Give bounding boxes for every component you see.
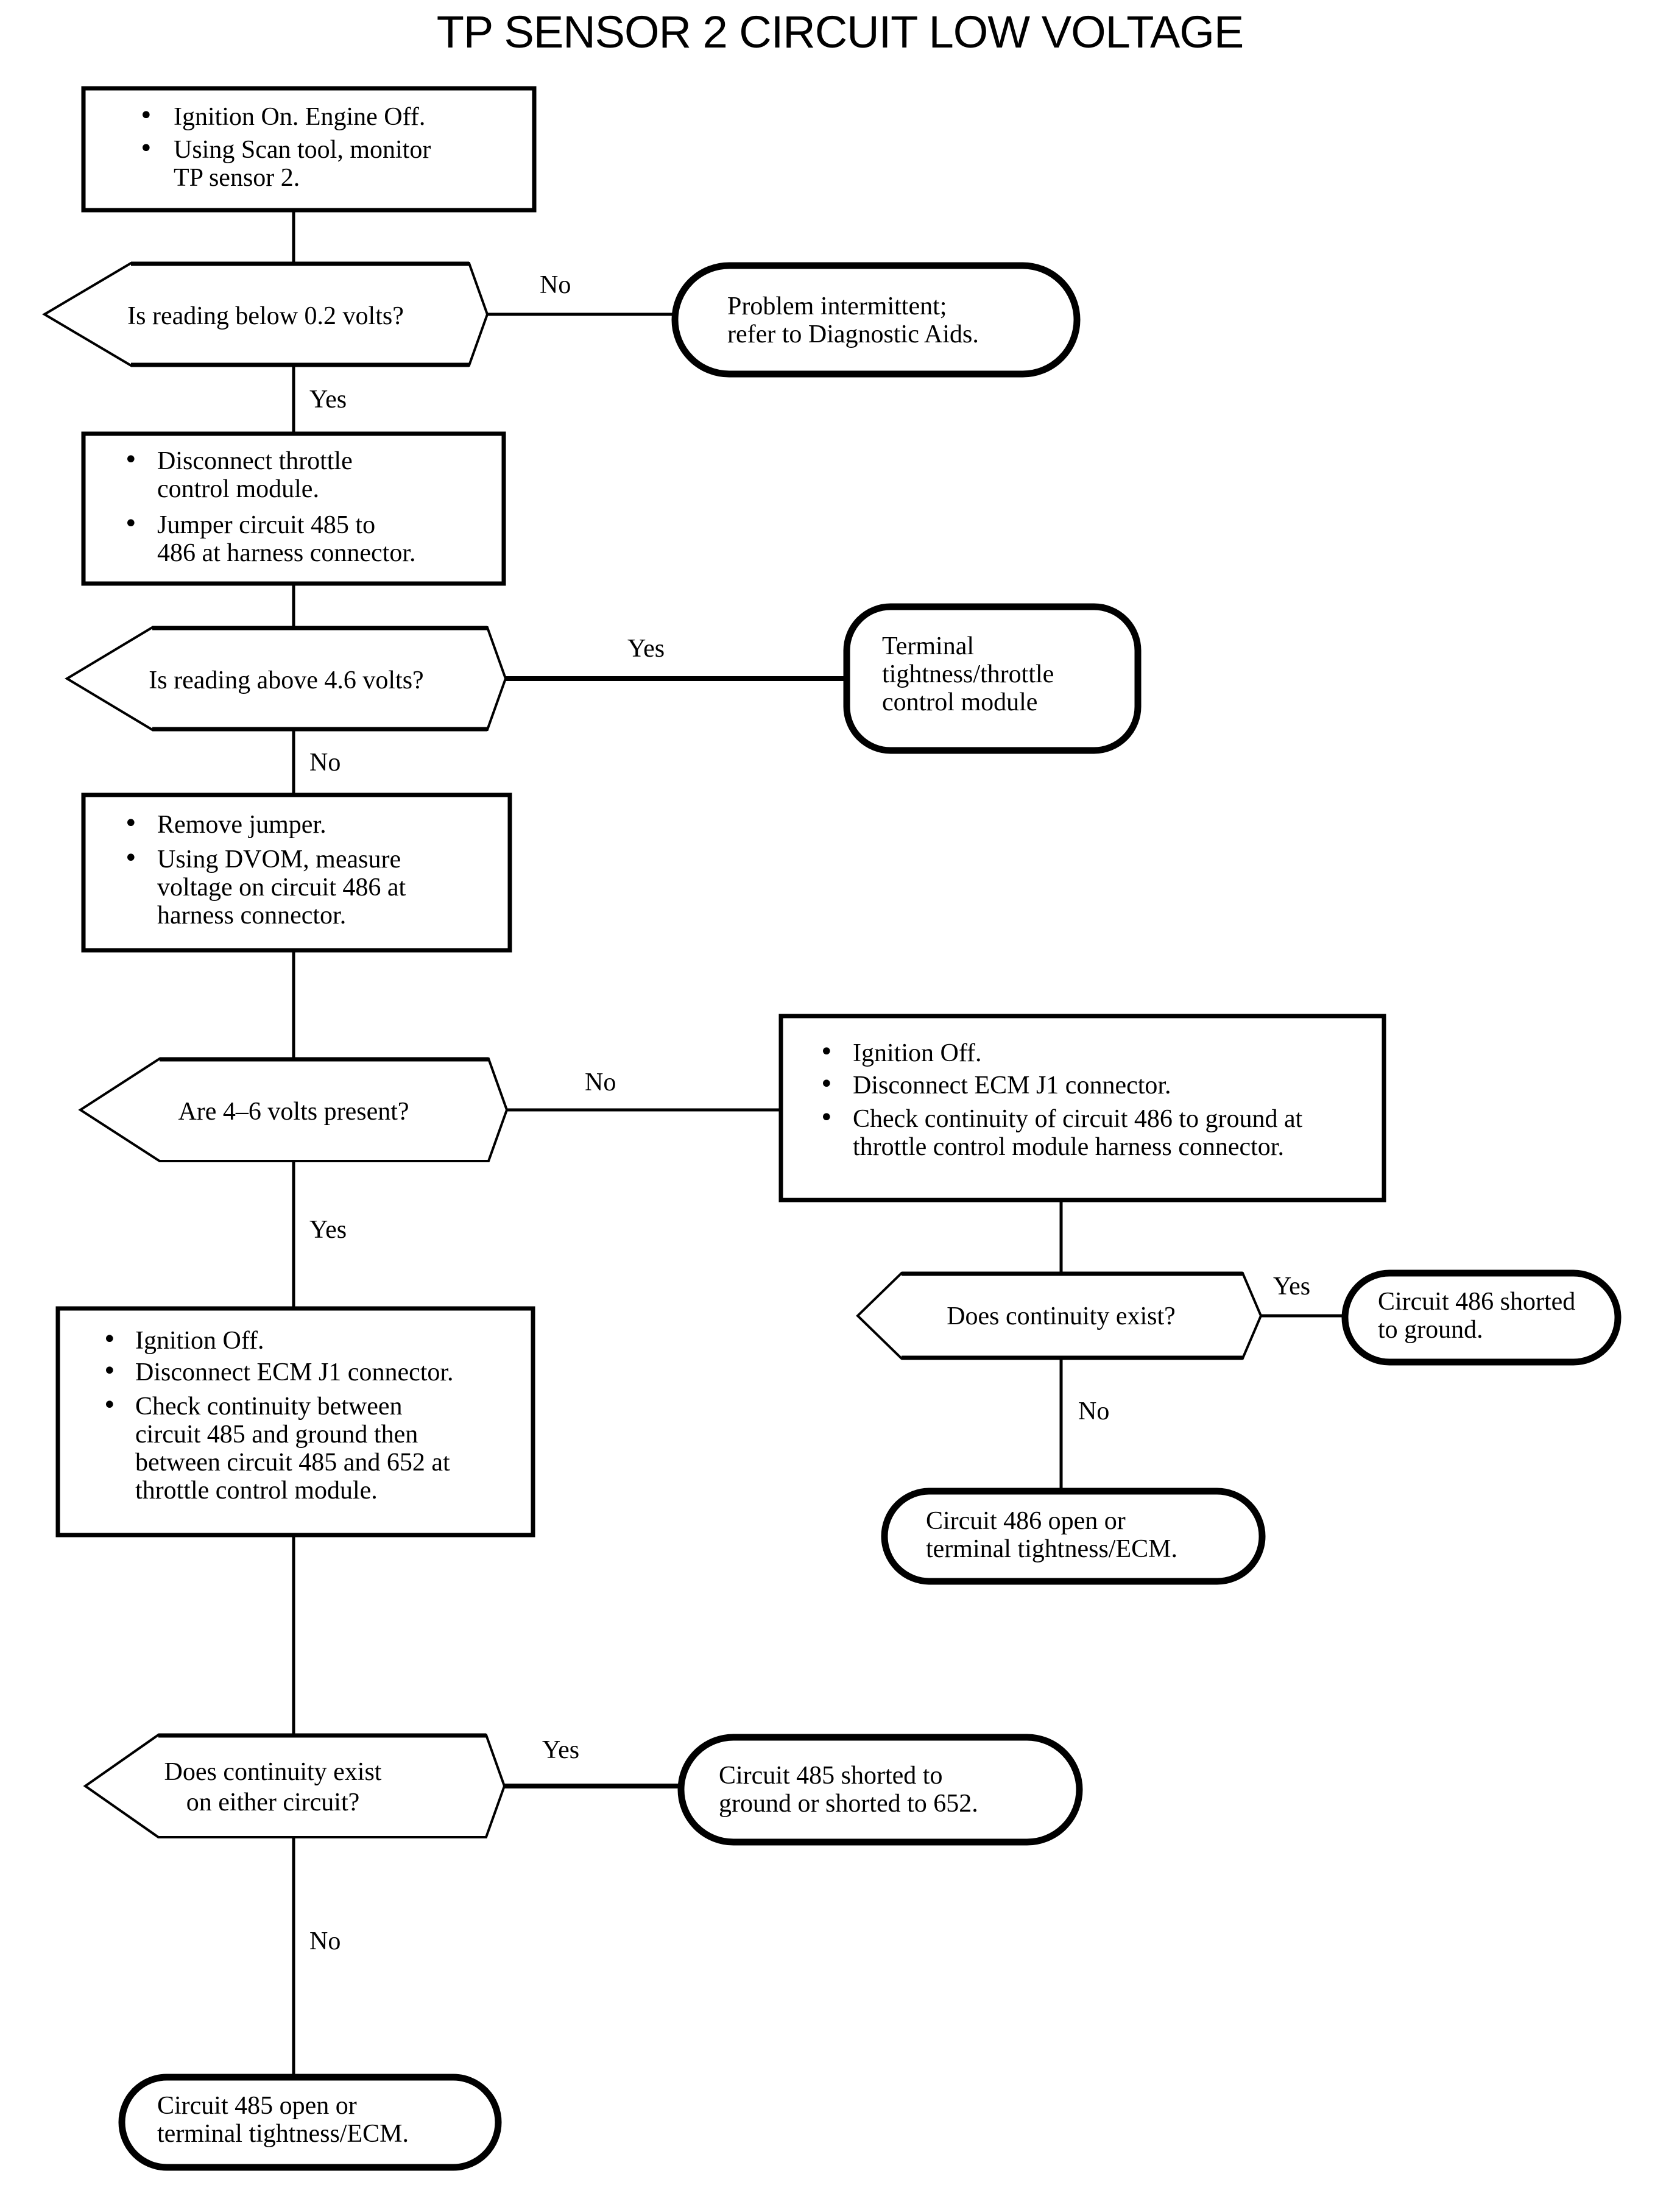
node-decision5-line: Does continuity exist: [164, 1758, 382, 1786]
bullet-icon: •: [819, 1070, 834, 1098]
node-terminal6[interactable]: Circuit 485 open or terminal tightness/E…: [118, 2074, 502, 2171]
node-step1-line: Ignition On. Engine Off.: [174, 103, 425, 131]
node-terminal3-line: to ground.: [1378, 1316, 1483, 1344]
node-decision5[interactable]: Does continuity exist on either circuit?: [83, 1733, 506, 1838]
node-step5-line: Disconnect ECM J1 connector.: [135, 1358, 454, 1386]
node-decision2-line: Is reading above 4.6 volts?: [149, 666, 423, 694]
bullet-icon: •: [102, 1326, 117, 1354]
edge-label-decision5-yes: Yes: [542, 1736, 579, 1764]
node-step4-line: throttle control module harness connecto…: [853, 1133, 1284, 1161]
bullet-icon: •: [819, 1104, 834, 1132]
node-terminal5-line: Circuit 485 shorted to: [719, 1762, 942, 1790]
node-step5-line: Check continuity between: [135, 1393, 403, 1421]
node-terminal3-line: Circuit 486 shorted: [1378, 1288, 1575, 1316]
edge-label-decision2-yes: Yes: [627, 635, 665, 663]
node-step3[interactable]: • Remove jumper. • Using DVOM, measure v…: [81, 793, 512, 953]
node-step3-line: Remove jumper.: [157, 811, 326, 839]
node-terminal2[interactable]: Terminal tightness/throttle control modu…: [843, 603, 1142, 754]
node-terminal6-line: terminal tightness/ECM.: [157, 2120, 409, 2148]
edge-label-decision5-no: No: [309, 1927, 341, 1955]
node-terminal2-line: Terminal: [882, 632, 974, 660]
node-step3-line: harness connector.: [157, 902, 346, 930]
node-decision2[interactable]: Is reading above 4.6 volts?: [65, 626, 507, 732]
node-decision3[interactable]: Are 4–6 volts present?: [78, 1057, 509, 1162]
node-step4-line: Ignition Off.: [853, 1039, 982, 1067]
node-step5-line: throttle control module.: [135, 1477, 378, 1505]
node-step1[interactable]: • Ignition On. Engine Off. • Using Scan …: [81, 86, 537, 213]
edge-label-decision1-yes: Yes: [309, 386, 347, 414]
node-terminal6-line: Circuit 485 open or: [157, 2092, 357, 2120]
node-terminal2-line: control module: [882, 688, 1037, 716]
node-step5-line: circuit 485 and ground then: [135, 1421, 418, 1449]
node-terminal2-line: tightness/throttle: [882, 660, 1054, 688]
bullet-icon: •: [102, 1391, 117, 1419]
edge-label-decision1-no: No: [540, 271, 571, 299]
node-step4-line: Disconnect ECM J1 connector.: [853, 1071, 1171, 1100]
bullet-icon: •: [819, 1038, 834, 1066]
edge-label-decision4-yes: Yes: [1273, 1273, 1310, 1301]
node-decision4-line: Does continuity exist?: [947, 1302, 1176, 1330]
node-decision3-line: Are 4–6 volts present?: [178, 1098, 409, 1126]
node-step2-line: Disconnect throttle: [157, 447, 353, 475]
node-step4[interactable]: • Ignition Off. • Disconnect ECM J1 conn…: [778, 1014, 1386, 1202]
node-step5-line: Ignition Off.: [135, 1327, 264, 1355]
node-terminal4[interactable]: Circuit 486 open or terminal tightness/E…: [881, 1488, 1266, 1585]
bullet-icon: •: [124, 446, 138, 474]
node-terminal1[interactable]: Problem intermittent; refer to Diagnosti…: [671, 262, 1081, 378]
node-decision5-line: on either circuit?: [186, 1788, 360, 1816]
node-step1-line: TP sensor 2.: [174, 164, 300, 192]
edge-label-decision3-yes: Yes: [309, 1216, 347, 1244]
node-terminal5-line: ground or shorted to 652.: [719, 1790, 978, 1818]
page-title: TP SENSOR 2 CIRCUIT LOW VOLTAGE: [437, 7, 1244, 57]
node-decision4[interactable]: Does continuity exist?: [856, 1271, 1263, 1360]
node-step2-line: Jumper circuit 485 to: [157, 511, 375, 539]
bullet-icon: •: [124, 510, 138, 538]
edge-label-decision2-no: No: [309, 749, 341, 777]
node-step5[interactable]: • Ignition Off. • Disconnect ECM J1 conn…: [55, 1306, 535, 1537]
edge-label-decision4-no: No: [1078, 1397, 1109, 1425]
node-terminal3[interactable]: Circuit 486 shorted to ground.: [1341, 1269, 1622, 1366]
node-step4-line: Check continuity of circuit 486 to groun…: [853, 1105, 1303, 1133]
node-terminal4-line: terminal tightness/ECM.: [926, 1535, 1177, 1563]
node-step3-line: Using DVOM, measure: [157, 846, 401, 874]
node-decision1-line: Is reading below 0.2 volts?: [127, 302, 404, 330]
node-step1-line: Using Scan tool, monitor: [174, 136, 431, 164]
bullet-icon: •: [124, 844, 138, 872]
bullet-icon: •: [102, 1357, 117, 1385]
node-step3-line: voltage on circuit 486 at: [157, 874, 406, 902]
bullet-icon: •: [139, 135, 154, 163]
node-step2-line: control module.: [157, 475, 319, 503]
node-terminal1-line: refer to Diagnostic Aids.: [727, 320, 979, 348]
node-step2-line: 486 at harness connector.: [157, 539, 416, 567]
node-step2[interactable]: • Disconnect throttle control module. • …: [81, 431, 506, 586]
bullet-icon: •: [139, 102, 154, 130]
node-decision1[interactable]: Is reading below 0.2 volts?: [42, 261, 489, 367]
node-step5-line: between circuit 485 and 652 at: [135, 1449, 450, 1477]
bullet-icon: •: [124, 810, 138, 838]
node-terminal1-line: Problem intermittent;: [727, 292, 947, 320]
node-terminal5[interactable]: Circuit 485 shorted to ground or shorted…: [677, 1734, 1083, 1846]
node-terminal4-line: Circuit 486 open or: [926, 1507, 1126, 1535]
edge-label-decision3-no: No: [585, 1068, 616, 1096]
